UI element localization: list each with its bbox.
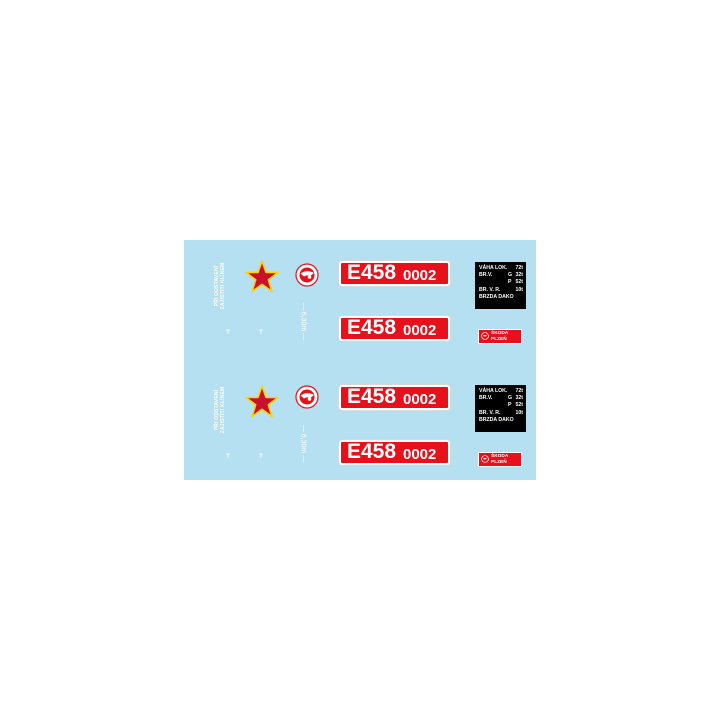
tick-mark-icon (259, 453, 263, 458)
red-star-icon (245, 260, 279, 293)
info-line: BR. V. R.10t (479, 286, 523, 293)
wheel-chock-warning-text: PŘI ODSTAVENÍ ZAJISTITI KLÍNEM (214, 386, 226, 434)
skoda-plzen-maker-plate: ŠKODA PLZEŇ (478, 452, 522, 467)
tick-mark-icon (259, 329, 263, 334)
dimension-label: — 6,30m — (299, 424, 307, 463)
skoda-plzen-maker-plate: ŠKODA PLZEŇ (478, 329, 522, 344)
skoda-logo-icon (295, 385, 319, 409)
info-line: VÁHA LOK.72t (479, 265, 523, 271)
decal-row: PŘI ODSTAVENÍ ZAJISTITI KLÍNEM — 6,30m —… (184, 370, 536, 490)
info-line: BRZDA DAKO (479, 293, 514, 300)
skoda-logo-icon (295, 263, 319, 287)
skoda-logo-icon (481, 332, 489, 340)
skoda-logo-icon (481, 455, 489, 463)
tick-mark-icon (226, 329, 230, 334)
wheel-chock-warning-text: PŘI ODSTAVENÍ ZAJISTITI KLÍNEM (214, 262, 226, 310)
decal-row: PŘI ODSTAVENÍ ZAJISTITI KLÍNEM — 6,30m —… (184, 240, 536, 360)
red-star-icon (245, 385, 279, 418)
info-line: BR. V. R.10t (479, 409, 523, 416)
info-line: BRZDA DAKO (479, 416, 514, 423)
info-line: VÁHA LOK.72t (479, 388, 523, 394)
dimension-label: — 6,30m — (299, 302, 307, 341)
tick-mark-icon (226, 453, 230, 458)
decal-sheet: PŘI ODSTAVENÍ ZAJISTITI KLÍNEM — 6,30m —… (184, 240, 536, 480)
